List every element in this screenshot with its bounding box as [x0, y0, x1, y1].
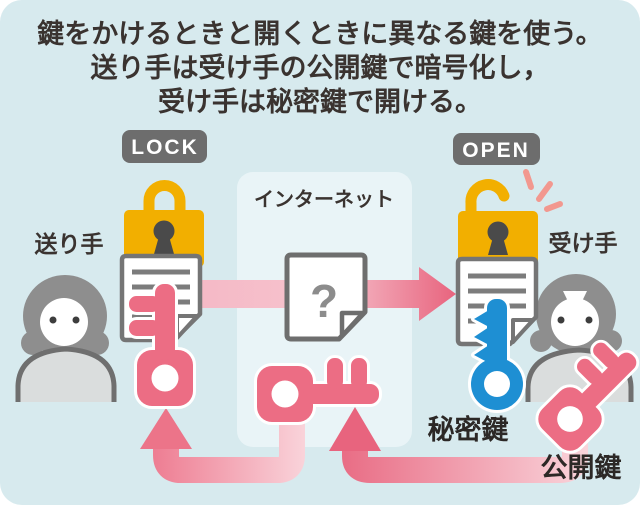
- sender-label: 送り手: [35, 231, 104, 257]
- sender-face: [40, 298, 88, 346]
- lock-badge: LOCK: [122, 130, 207, 163]
- lock-badge-label: LOCK: [131, 136, 199, 159]
- padlock-locked-icon: [124, 180, 204, 267]
- receiver-label: 受け手: [549, 230, 618, 256]
- encrypted-document-icon: ?: [284, 252, 368, 342]
- sender-body: [15, 346, 117, 402]
- padlock-open-icon: [458, 169, 563, 268]
- sparkle-icon: [523, 169, 563, 212]
- keyhole-icon: [488, 239, 508, 255]
- padlock-shackle: [143, 180, 186, 213]
- title-line-3: 受け手は秘密鍵で開ける。: [158, 86, 482, 117]
- open-badge: OPEN: [453, 133, 540, 165]
- title-line-2: 送り手は受け手の公開鍵で暗号化し，: [91, 52, 550, 83]
- public-key-label: 公開鍵: [541, 452, 622, 483]
- public-key-icon: [527, 332, 640, 457]
- public-key-transit-icon: [257, 358, 379, 422]
- keyhole-icon: [154, 238, 174, 254]
- internet-label: インターネット: [254, 188, 394, 211]
- public-key-sender-icon: [129, 284, 193, 406]
- title-line-1: 鍵をかけるときと開くときに異なる鍵を使う。: [37, 18, 602, 49]
- title-block: 鍵をかけるときと開くときに異なる鍵を使う。 送り手は受け手の公開鍵で暗号化し， …: [37, 18, 602, 117]
- private-key-label: 秘密鍵: [428, 414, 509, 445]
- padlock-shackle-open: [465, 179, 510, 219]
- receiver-face: [551, 298, 599, 346]
- arrow-public-key-to-internet: [329, 407, 588, 483]
- arrow-public-key-to-sender: [140, 404, 305, 483]
- document-fold: [339, 310, 366, 339]
- sender-avatar: [15, 275, 117, 402]
- arrowhead-up-left-icon: [140, 408, 192, 449]
- question-mark: ?: [310, 275, 338, 327]
- open-badge-label: OPEN: [462, 139, 530, 162]
- private-key-icon: [471, 299, 523, 410]
- document-fold: [511, 318, 535, 344]
- arrowhead-up-right-icon: [329, 407, 381, 451]
